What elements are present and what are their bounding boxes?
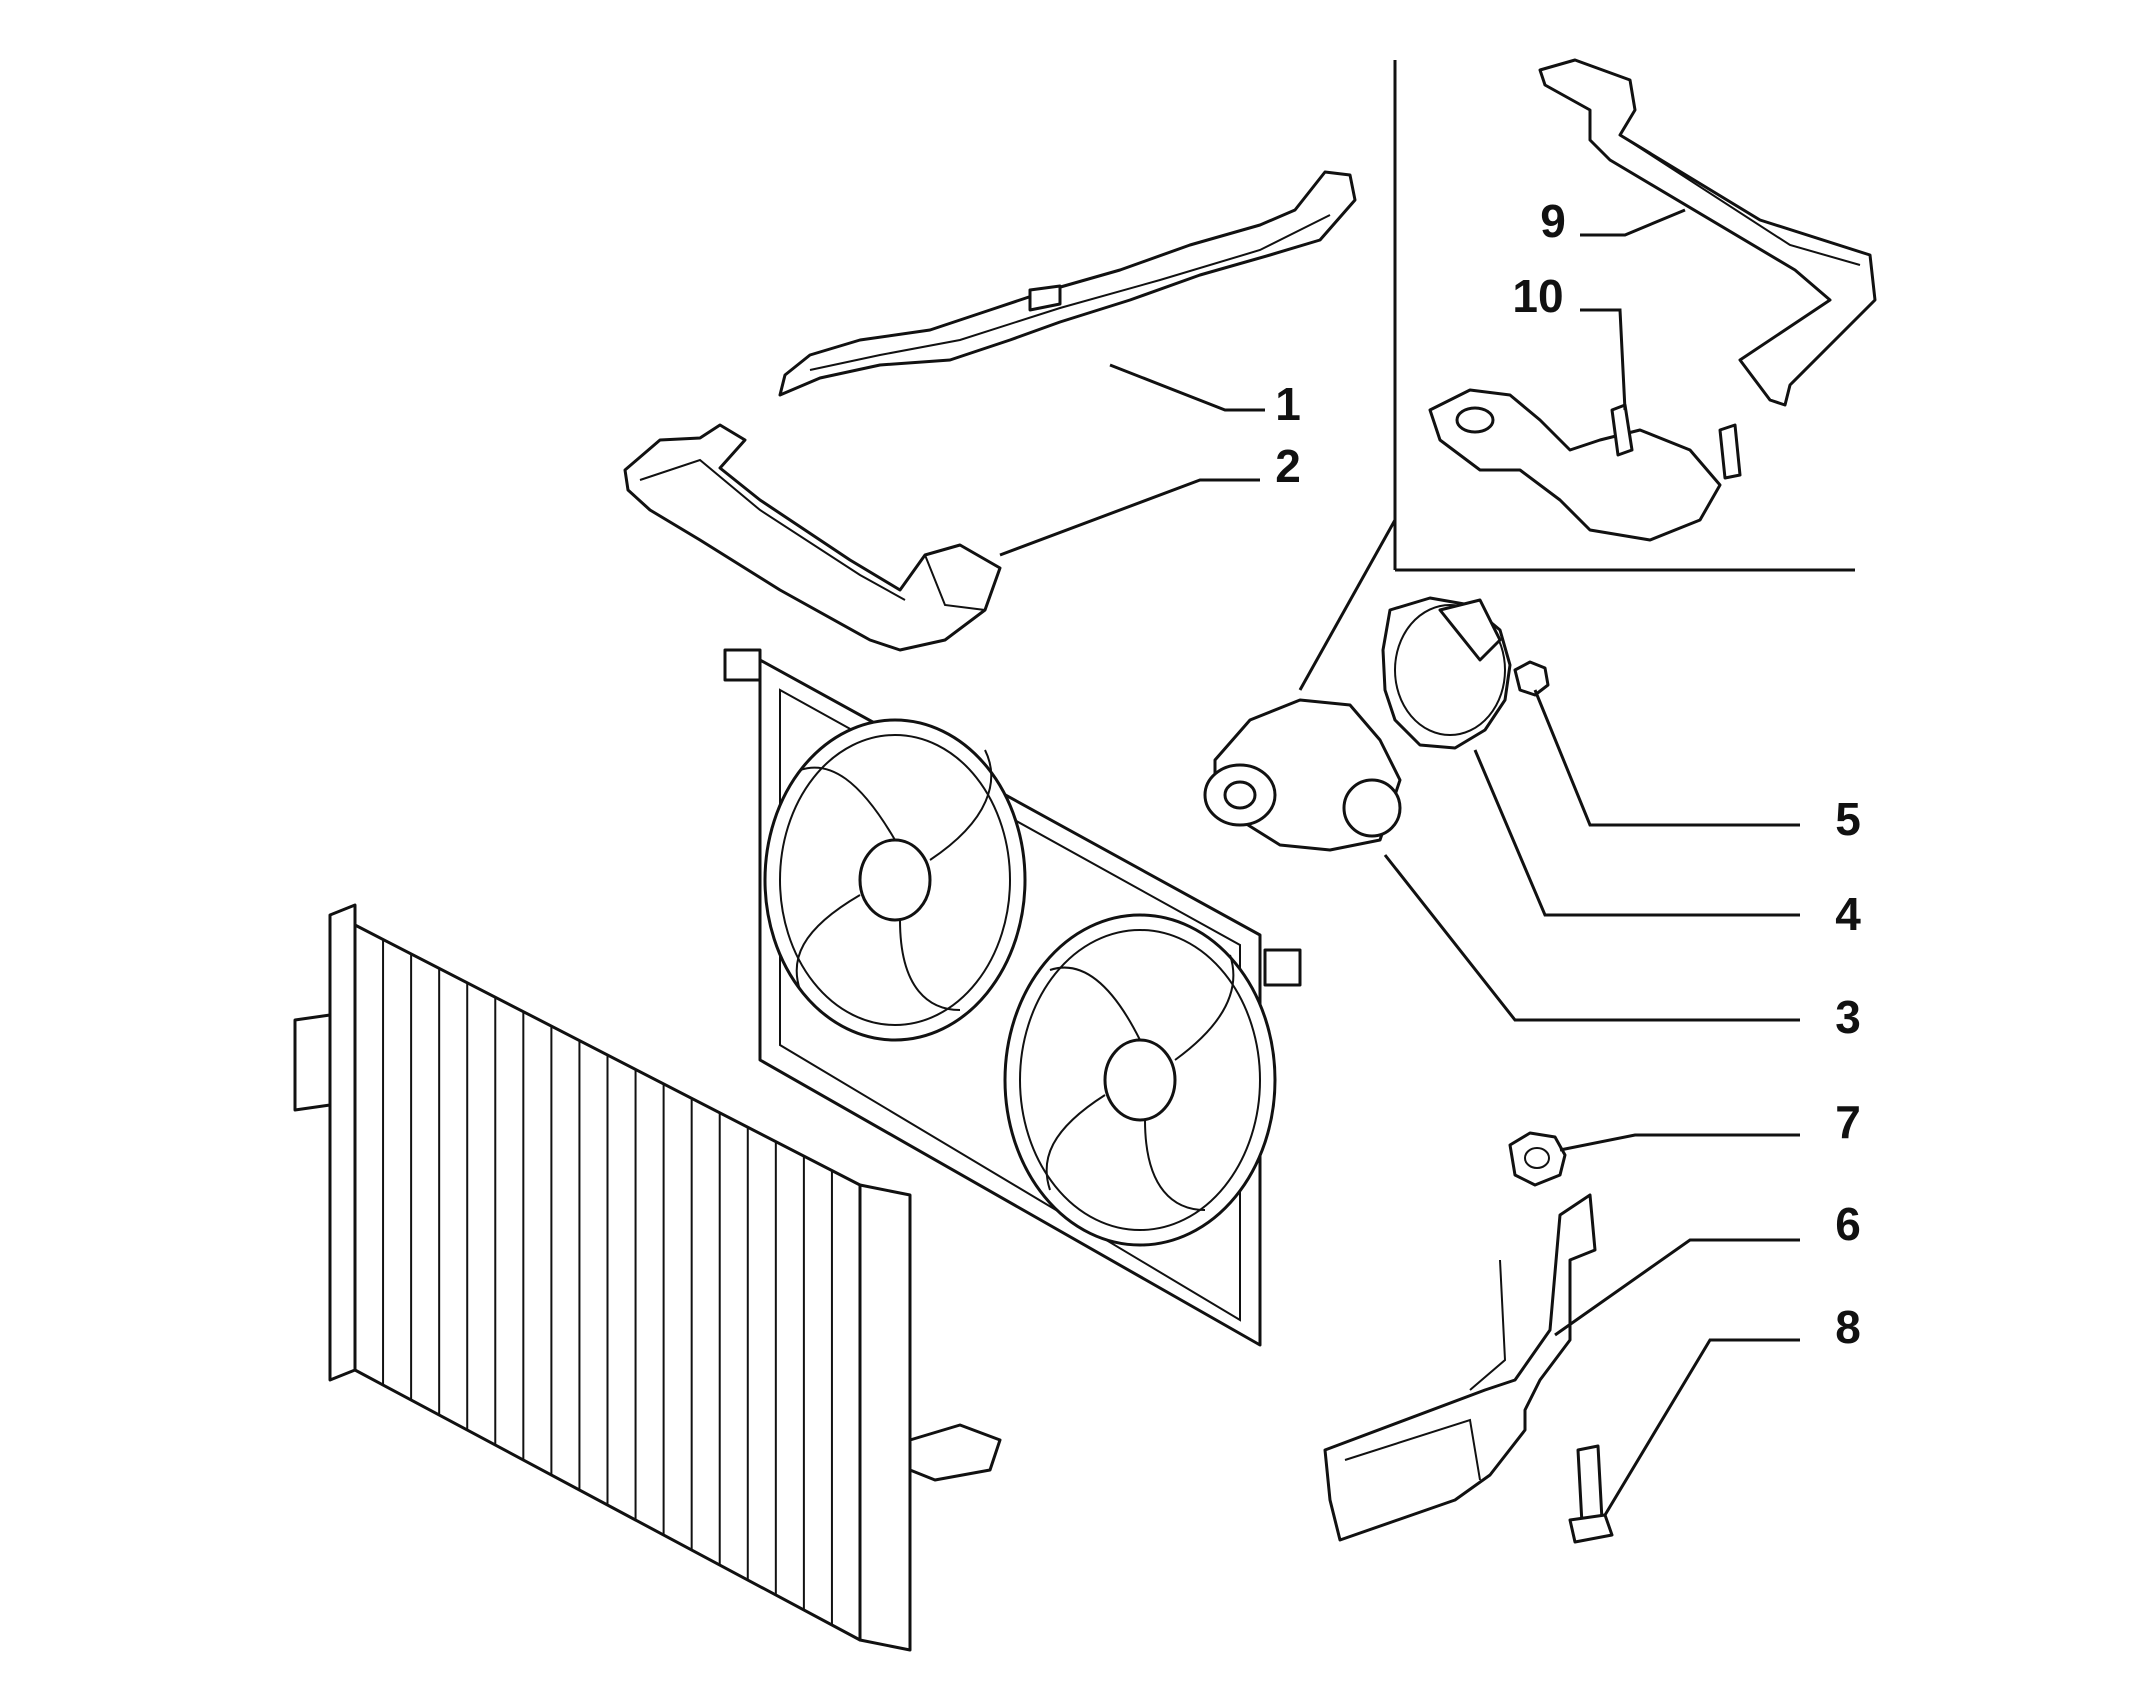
part-7-hex-nut — [1508, 1131, 1567, 1187]
callout-labels: 1 2 3 4 5 6 7 8 9 10 — [1275, 195, 1861, 1353]
callout-9: 9 — [1540, 195, 1566, 247]
leader-2 — [999, 478, 1260, 557]
leader-9 — [1580, 208, 1686, 237]
callout-6: 6 — [1835, 1198, 1861, 1250]
leader-7 — [1559, 1133, 1800, 1152]
callout-1: 1 — [1275, 378, 1301, 430]
part-10-mount — [1428, 388, 1742, 542]
callout-7: 7 — [1835, 1096, 1861, 1148]
leader-8 — [1603, 1338, 1800, 1516]
leader-3 — [1383, 854, 1800, 1022]
part-5-nut — [1513, 660, 1550, 697]
part-9-bracket — [1538, 58, 1877, 407]
part-3-blower-housing — [1203, 698, 1402, 852]
fan-right — [1003, 913, 1277, 1247]
part-1-upper-duct — [778, 170, 1357, 397]
radiator — [293, 903, 1002, 1652]
radiator-fins — [382, 939, 833, 1625]
callout-8: 8 — [1835, 1301, 1861, 1353]
leader-4 — [1473, 749, 1800, 917]
leader-5 — [1533, 689, 1800, 827]
part-8-bolt — [1568, 1444, 1614, 1544]
leader-10 — [1580, 308, 1627, 411]
callout-3: 3 — [1835, 991, 1861, 1043]
leader-lines — [999, 208, 1800, 1516]
part-2-lower-duct — [623, 423, 1002, 652]
fan-shroud-assembly — [723, 648, 1302, 1347]
callout-2: 2 — [1275, 440, 1301, 492]
fan-left — [763, 718, 1027, 1042]
callout-10: 10 — [1512, 270, 1563, 322]
inset-frame — [1298, 60, 1855, 691]
part-4-cover — [1381, 596, 1512, 750]
leader-6 — [1554, 1238, 1800, 1337]
part-6-duct — [1323, 1193, 1597, 1542]
callout-4: 4 — [1835, 888, 1861, 940]
callout-5: 5 — [1835, 793, 1861, 845]
leader-1 — [1109, 363, 1265, 412]
